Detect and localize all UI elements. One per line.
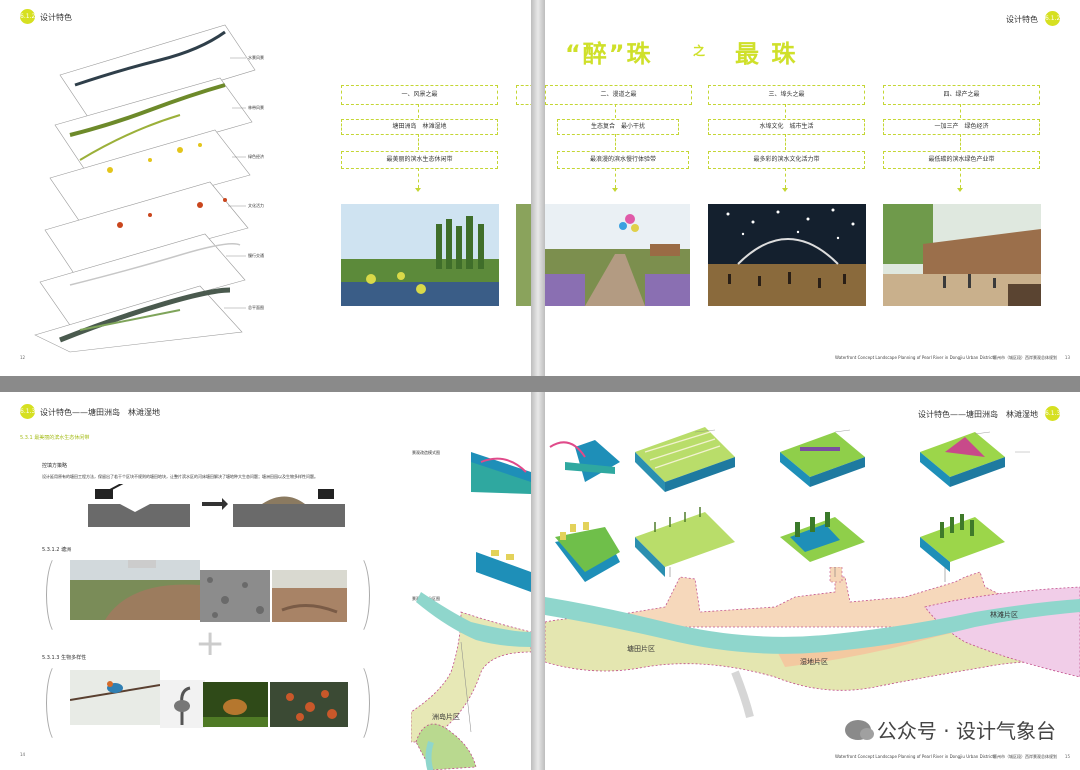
column-sub-box: 水埠文化 城市生活 xyxy=(708,119,865,135)
section-title: 设计特色——塘田洲岛 林滩湿地 xyxy=(40,408,160,417)
left-bracket xyxy=(46,662,71,744)
plus-icon: + xyxy=(195,623,226,664)
wechat-icon xyxy=(844,719,874,740)
headline-left: “醉”珠 xyxy=(565,40,653,68)
gravel-photo xyxy=(200,570,270,622)
column-title-box: 三、埠头之最 xyxy=(708,85,865,105)
arrow-down-icon xyxy=(782,188,788,192)
page-13: 设计特色 6.1.2 “醉”珠 之 最 珠 二、漫道之最 生态复合 最小干扰 最… xyxy=(545,0,1080,376)
wetland-photo xyxy=(341,204,499,306)
landscape-zoning-map xyxy=(545,567,1080,718)
section-badge: 6.1.3 xyxy=(20,404,35,419)
column-desc-box: 最浪漫的滨水慢行体验带 xyxy=(557,151,689,169)
zoning-map-left xyxy=(411,592,531,770)
connector xyxy=(785,134,786,150)
page-14: 6.1.3 设计特色——塘田洲岛 林滩湿地 5.3.1 最美丽的滨水生态休闲带 … xyxy=(0,392,531,770)
footer-chinese: 衢州市（城区段）西岸景观总体规划 xyxy=(993,355,1057,360)
watermark: 公众号 · 设计气象台 xyxy=(844,715,1056,744)
heron-photo xyxy=(160,680,205,728)
layer-label: 总平面图 xyxy=(248,305,264,310)
connector xyxy=(418,134,419,150)
footer-english: Waterfront Concept Landscape Planning of… xyxy=(835,355,994,360)
zone-label: 塘田片区 xyxy=(627,645,655,653)
fill-strategy-diagram xyxy=(88,484,345,527)
layer-label: 文化活力 xyxy=(248,203,264,208)
layer-label: 慢行交通 xyxy=(248,253,264,258)
column-title-box: 二、漫道之最 xyxy=(545,85,692,105)
connector xyxy=(615,104,616,118)
walkway-photo xyxy=(545,204,690,306)
page-number: 14 xyxy=(20,752,26,757)
connector xyxy=(785,168,786,188)
insects-photo xyxy=(270,682,348,727)
iso-blocks-left xyxy=(471,452,531,592)
page-number: 12 xyxy=(20,355,26,360)
column-sub-box: 塘田洲岛 林滩湿地 xyxy=(341,119,498,135)
subsection-label: 5.3.1.3 生物多样性 xyxy=(42,655,87,661)
page-number: 15 xyxy=(1064,754,1070,759)
section-title: 设计特色 xyxy=(40,13,72,22)
column-sub-box: 一加三产 绿色经济 xyxy=(883,119,1040,135)
left-bracket xyxy=(46,554,71,636)
layer-label: 林带风景 xyxy=(248,105,264,110)
column-title-box-partial xyxy=(516,85,531,105)
subsection-title: 5.3.1 最美丽的滨水生态休闲带 xyxy=(20,435,90,441)
section-title: 设计特色——塘田洲岛 林滩湿地 xyxy=(918,410,1038,419)
headline-right: 最 珠 xyxy=(735,40,798,68)
diagram-label: 景观改造模式图 xyxy=(412,450,440,455)
zone-label: 湿地片区 xyxy=(800,658,828,666)
page-number: 13 xyxy=(1064,355,1070,360)
right-bracket xyxy=(345,662,370,744)
connector xyxy=(615,134,616,150)
landscape-transformation-diagram xyxy=(549,427,1030,582)
footer-english: Waterfront Concept Landscape Planning of… xyxy=(835,754,994,759)
column-title-box: 一、风景之最 xyxy=(341,85,498,105)
island-construction-photo xyxy=(70,560,200,620)
section-title: 设计特色 xyxy=(1006,15,1038,24)
column-desc-box: 最多彩的滨水文化活力带 xyxy=(708,151,865,169)
footer-chinese: 衢州市（城区段）西岸景观总体规划 xyxy=(993,754,1057,759)
connector xyxy=(418,104,419,118)
watermark-text: 公众号 · 设计气象台 xyxy=(876,719,1056,743)
right-bracket xyxy=(345,554,370,636)
connector xyxy=(960,104,961,118)
arrow-down-icon xyxy=(612,188,618,192)
subsection-label: 5.3.1.2 塘洲 xyxy=(42,547,72,553)
arrow-down-icon xyxy=(415,188,421,192)
section-badge: 6.1.2 xyxy=(1045,11,1060,26)
column-desc-box: 最低碳的滨水绿色产业带 xyxy=(883,151,1040,169)
connector xyxy=(615,168,616,188)
connector xyxy=(960,134,961,150)
strategy-title: 控填方策略 xyxy=(42,463,68,469)
page-12: 6.1.2 设计特色 水景风景 林带风 xyxy=(0,0,531,376)
connector xyxy=(785,104,786,118)
arrow-down-icon xyxy=(957,188,963,192)
green-industry-photo xyxy=(883,204,1041,306)
layer-label: 绿色经济 xyxy=(248,154,264,159)
section-badge: 6.1.2 xyxy=(20,9,35,24)
night-plaza-photo xyxy=(708,204,866,306)
frog-photo xyxy=(203,682,268,727)
spread-divider xyxy=(0,376,1080,392)
earthwork-photo xyxy=(272,570,347,622)
page-15: 设计特色——塘田洲岛 林滩湿地 6.1.3 xyxy=(545,392,1080,770)
column-title-box: 四、绿产之最 xyxy=(883,85,1040,105)
connector xyxy=(960,168,961,188)
strategy-text: 设计延用原有的塘田工程方法，保留出了若干个区块不规则的塘田地块，让整片滨水区的河… xyxy=(42,474,318,479)
walkway-photo-partial xyxy=(516,204,531,306)
section-badge: 6.1.3 xyxy=(1045,406,1060,421)
zone-label: 洲岛片区 xyxy=(432,713,460,721)
layer-label: 水景风景 xyxy=(248,55,264,60)
headline-mid: 之 xyxy=(693,44,708,58)
connector xyxy=(418,168,419,188)
kingfisher-photo xyxy=(70,670,160,725)
column-sub-box: 生态复合 最小干扰 xyxy=(557,119,679,135)
zone-label: 林滩片区 xyxy=(990,611,1018,619)
layered-analysis-diagram xyxy=(34,24,256,353)
column-desc-box: 最美丽的滨水生态休闲带 xyxy=(341,151,498,169)
